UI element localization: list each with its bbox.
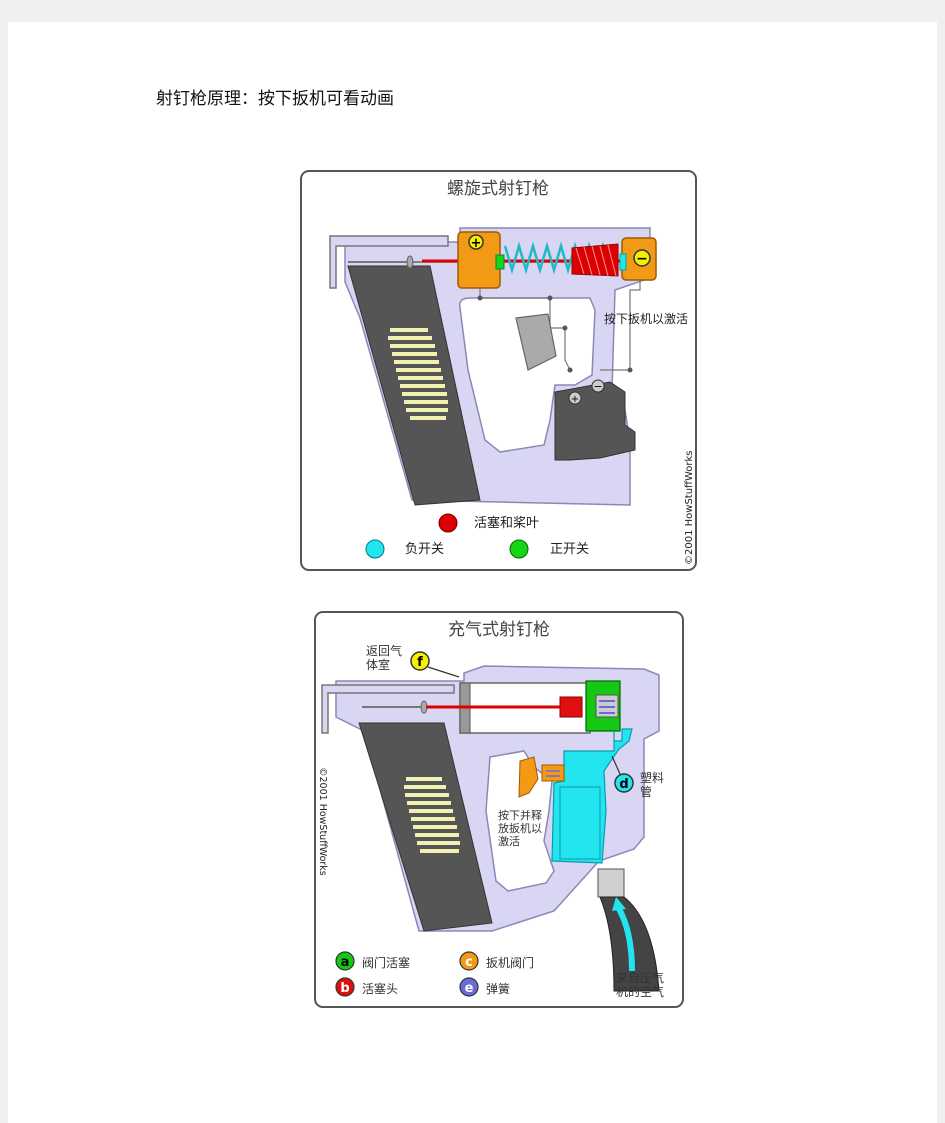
legend-piston-swatch — [438, 513, 458, 533]
trigger-note: 按下扳机以激活 — [604, 312, 688, 326]
tube-label: 塑料 — [640, 770, 664, 785]
plus-symbol: + — [471, 236, 482, 251]
tube-label-2: 管 — [640, 784, 652, 799]
legend-positive-swatch — [509, 539, 529, 559]
pointer-d — [611, 755, 621, 775]
pneumatic-nail-gun-diagram: 充气式射钉枪 返回气 体室 f — [314, 611, 684, 1008]
battery-minus-icon — [591, 379, 605, 393]
battery-plus-icon — [568, 391, 582, 405]
piston-head — [559, 696, 583, 718]
spiral-nail-gun-figure: 螺旋式射钉枪 + − — [300, 170, 697, 572]
svg-text:−: − — [593, 380, 602, 393]
figure-title: 螺旋式射钉枪 — [447, 179, 549, 199]
legend-negative-swatch — [365, 539, 385, 559]
legend-a-letter: a — [341, 955, 350, 970]
legend-c-label: 扳机阀门 — [486, 955, 534, 970]
trigger — [515, 313, 557, 371]
negative-switch — [619, 253, 627, 271]
trigger-valve-spring — [546, 770, 560, 777]
plus-terminal-icon — [468, 234, 484, 250]
trigger — [518, 756, 539, 798]
air-source-label-2: 机的空气 — [616, 984, 664, 999]
trigger-note-3: 激活 — [498, 834, 520, 848]
legend-c-letter: c — [465, 955, 473, 970]
minus-terminal-icon — [633, 249, 651, 267]
nose-bracket — [329, 235, 449, 289]
air-flow-arrowhead — [612, 897, 626, 911]
figure-title: 充气式射钉枪 — [448, 620, 550, 640]
svg-text:+: + — [571, 394, 579, 405]
marker-f — [410, 651, 430, 671]
legend-piston-label: 活塞和桨叶 — [474, 515, 539, 531]
trigger-note-2: 放扳机以 — [498, 821, 542, 835]
grip-stripes — [404, 777, 460, 853]
legend-a-label: 阀门活塞 — [362, 955, 410, 970]
marker-d — [614, 773, 634, 793]
pointer-f — [427, 666, 460, 678]
piston-paddle — [571, 243, 619, 277]
spiral-nail-gun-diagram: 螺旋式射钉枪 + − — [300, 170, 697, 571]
return-air-label-2: 体室 — [366, 657, 390, 672]
battery-pack — [554, 381, 636, 461]
marker-f-letter: f — [417, 655, 423, 670]
wire-dots — [477, 295, 633, 373]
legend-c-swatch — [459, 951, 479, 971]
legend-b-swatch — [335, 977, 355, 997]
return-air-label: 返回气 — [366, 643, 402, 658]
positive-switch — [495, 254, 505, 270]
legend-negative-label: 负开关 — [405, 542, 444, 557]
legend-b-letter: b — [340, 981, 349, 996]
minus-symbol: − — [636, 251, 648, 267]
copyright: ©2001 HowStuffWorks — [317, 767, 328, 876]
marker-d-letter: d — [619, 777, 628, 792]
air-reservoir — [559, 786, 601, 860]
valve-spring — [599, 700, 615, 714]
legend-b-label: 活塞头 — [362, 981, 398, 996]
page-heading: 射钉枪原理：按下扳机可看动画 — [156, 89, 394, 109]
air-flow-arrow — [615, 905, 635, 972]
legend-e-letter: e — [465, 981, 474, 996]
trigger-note: 按下并释 — [498, 808, 542, 822]
hose-fitting — [597, 868, 625, 898]
legend-positive-label: 正开关 — [550, 542, 589, 557]
trigger-valve — [541, 764, 565, 782]
grip-stripes — [388, 328, 448, 420]
copyright: ©2001 HowStuffWorks — [684, 451, 695, 565]
legend-e-label: 弹簧 — [486, 981, 510, 996]
pneumatic-nail-gun-figure: 充气式射钉枪 返回气 体室 f — [314, 611, 684, 1009]
air-source-label: 来自压气 — [616, 970, 664, 985]
legend-a-swatch — [335, 951, 355, 971]
nose-bracket — [321, 684, 455, 734]
legend-e-swatch — [459, 977, 479, 997]
